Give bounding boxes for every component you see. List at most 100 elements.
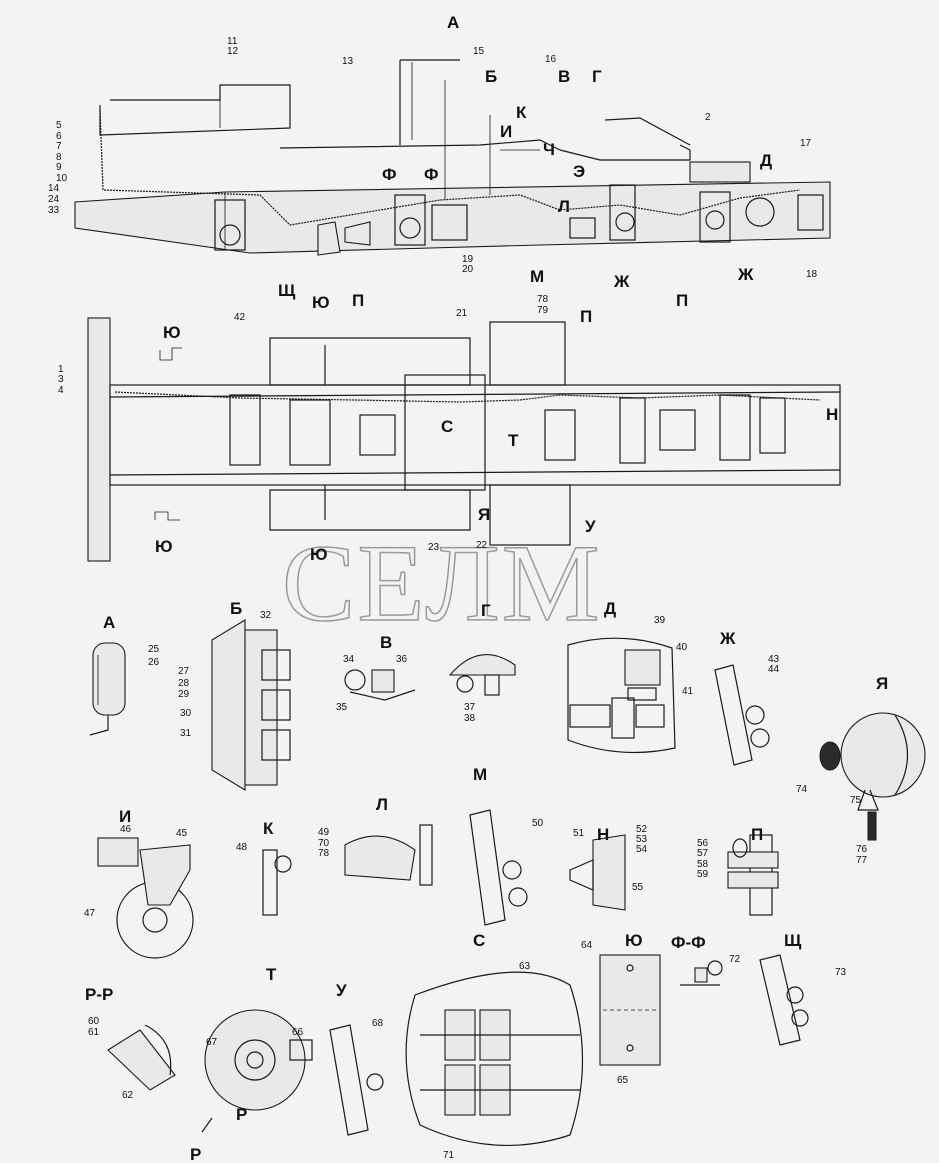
view-letter: У — [585, 517, 596, 536]
part-number: 34 — [343, 654, 355, 665]
view-letter: Ж — [613, 272, 630, 291]
view-letter: Ю — [155, 537, 173, 556]
detail-title: И — [119, 807, 131, 826]
view-letter: П — [676, 291, 688, 310]
detail-title: Р — [190, 1145, 201, 1163]
detail-ya — [819, 712, 926, 841]
part-number: 16 — [545, 54, 557, 65]
part-number: 10 — [56, 173, 68, 184]
detail-title: П — [751, 825, 763, 844]
part-number: 41 — [682, 686, 694, 697]
part-number: 33 — [48, 205, 60, 216]
detail-m — [469, 809, 528, 926]
detail-p — [727, 834, 779, 916]
detail-title: Т — [266, 965, 277, 984]
detail-title: Ж — [719, 629, 736, 648]
part-number: 8 — [56, 152, 62, 163]
part-number: 51 — [573, 828, 585, 839]
part-number: 46 — [120, 824, 132, 835]
part-number: 70 — [318, 838, 330, 849]
part-number: 62 — [122, 1090, 134, 1101]
part-number: 11 — [227, 36, 238, 47]
detail-title: Ф-Ф — [671, 933, 706, 952]
part-number: 35 — [336, 702, 348, 713]
part-number: 79 — [537, 305, 549, 316]
part-number: 31 — [180, 728, 192, 739]
view-letter: Д — [760, 151, 772, 170]
view-letter: Я — [478, 505, 490, 524]
part-number: 59 — [697, 869, 709, 880]
part-number: 17 — [800, 138, 812, 149]
part-number: 30 — [180, 708, 192, 719]
view-letter: И — [500, 122, 512, 141]
view-letter: Ф — [424, 165, 439, 184]
detail-v — [344, 669, 416, 701]
detail-title: Л — [376, 795, 388, 814]
part-number: 72 — [729, 954, 741, 965]
part-number: 24 — [48, 194, 60, 205]
part-number: 6 — [56, 131, 62, 142]
view-letter: Ю — [163, 323, 181, 342]
part-number: 28 — [178, 678, 190, 689]
part-number: 22 — [476, 540, 488, 551]
view-letter: Щ — [278, 281, 296, 300]
view-letter: В — [558, 67, 570, 86]
part-number: 40 — [676, 642, 688, 653]
view-letter: Н — [826, 405, 838, 424]
view-letter: Ж — [737, 265, 754, 284]
detail-d — [567, 637, 676, 754]
detail-title: Н — [597, 825, 609, 844]
part-number: 52 — [636, 824, 648, 835]
view-letter: Г — [592, 67, 602, 86]
part-number: 65 — [617, 1075, 629, 1086]
part-number: 54 — [636, 844, 648, 855]
part-number: 21 — [456, 308, 468, 319]
part-number: 38 — [464, 713, 476, 724]
part-number: 68 — [372, 1018, 384, 1029]
part-number: 3 — [58, 374, 64, 385]
view-letter: С — [441, 417, 453, 436]
view-letter: Ф — [382, 165, 397, 184]
part-number: 15 — [473, 46, 485, 57]
part-number: 73 — [835, 967, 847, 978]
detail-t — [201, 1009, 313, 1133]
detail-a — [89, 642, 126, 736]
part-number: 25 — [148, 644, 160, 655]
part-number: 47 — [84, 908, 96, 919]
part-number: 56 — [697, 838, 709, 849]
detail-title: Щ — [784, 931, 802, 950]
view-letter: П — [580, 307, 592, 326]
detail-title: М — [473, 765, 487, 784]
part-number: 32 — [260, 610, 272, 621]
watermark-text: СЕЛМ — [282, 522, 602, 644]
detail-title: Р-Р — [85, 985, 113, 1004]
detail-n — [569, 834, 626, 911]
detail-title: К — [263, 819, 274, 838]
part-number: 63 — [519, 961, 531, 972]
part-number: 27 — [178, 666, 190, 677]
part-number: 74 — [796, 784, 808, 795]
part-number: 77 — [856, 855, 868, 866]
view-letter: Б — [485, 67, 497, 86]
view-letter: Ч — [543, 140, 555, 159]
side-view-drawing — [74, 59, 831, 256]
detail-g — [448, 654, 516, 696]
part-number: 39 — [654, 615, 666, 626]
part-number: 66 — [292, 1027, 304, 1038]
plan-view-drawing — [87, 317, 841, 562]
part-number: 19 — [462, 254, 474, 265]
detail-k — [262, 849, 292, 916]
part-number: 67 — [206, 1037, 218, 1048]
part-number: 55 — [632, 882, 644, 893]
part-number: 18 — [806, 269, 818, 280]
part-number: 60 — [88, 1016, 100, 1027]
part-number: 71 — [443, 1150, 455, 1161]
detail-title: Д — [604, 599, 616, 618]
part-number: 50 — [532, 818, 544, 829]
part-number: 20 — [462, 264, 474, 275]
part-number: 37 — [464, 702, 476, 713]
part-number: 76 — [856, 844, 868, 855]
detail-title: А — [103, 613, 115, 632]
